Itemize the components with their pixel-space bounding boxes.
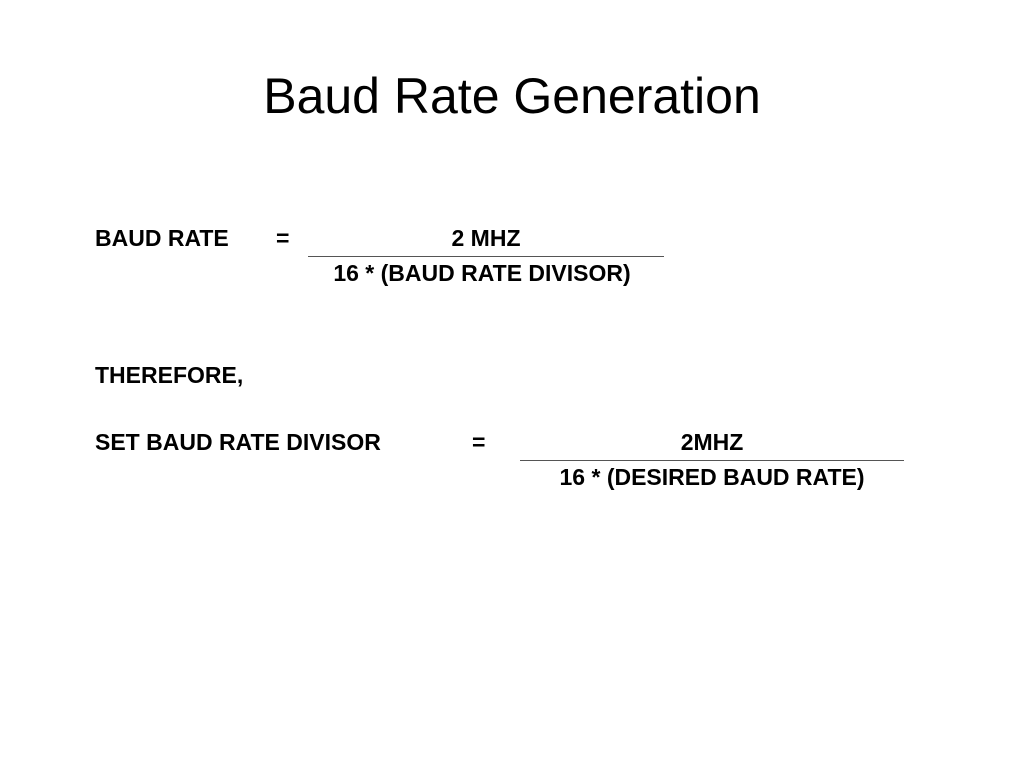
equation1-denominator: 16 * (BAUD RATE DIVISOR) [333, 260, 631, 286]
equation2-lhs: SET BAUD RATE DIVISOR [95, 429, 381, 455]
equation2-denominator: 16 * (DESIRED BAUD RATE) [559, 464, 865, 490]
slide-title: Baud Rate Generation [263, 68, 761, 124]
equation2-equals: = [472, 429, 486, 455]
equation1-equals: = [276, 225, 290, 251]
equation1-fraction-bar [308, 256, 664, 257]
equation1-numerator: 2 MHZ [451, 225, 521, 251]
equation2-numerator: 2MHZ [680, 429, 744, 455]
equation2-fraction-bar [520, 460, 904, 461]
equation1-lhs: BAUD RATE [95, 225, 229, 251]
therefore-text: THEREFORE, [95, 362, 244, 388]
